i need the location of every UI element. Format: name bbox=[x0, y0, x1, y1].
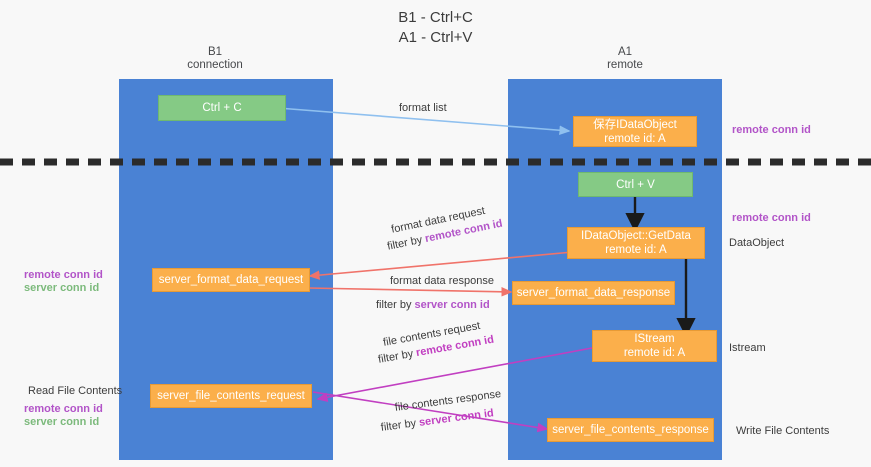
annotation-right-remote-conn-id-mid: remote conn id bbox=[732, 212, 811, 224]
node-server-file-contents-request[interactable]: server_file_contents_request bbox=[150, 384, 312, 408]
annotation-left-remote-conn-id-bottom: remote conn id bbox=[24, 403, 103, 415]
arrow-format-data-response bbox=[307, 287, 513, 297]
annotation-right-remote-conn-id-top: remote conn id bbox=[732, 124, 811, 136]
node-idataobject-getdata[interactable]: IDataObject::GetData remote id: A bbox=[567, 227, 705, 259]
lane-header-a1: A1 remote bbox=[607, 46, 643, 71]
lane-header-b1: B1 connection bbox=[187, 46, 243, 71]
annotation-right-dataobject: DataObject bbox=[729, 237, 785, 249]
node-ctrl-c[interactable]: Ctrl + C bbox=[158, 95, 286, 121]
annotation-left-read-file-contents: Read File Contents bbox=[28, 385, 123, 397]
token-server-conn-id: server conn id bbox=[414, 299, 490, 311]
node-server-format-data-request[interactable]: server_format_data_request bbox=[152, 268, 310, 292]
node-ctrl-v[interactable]: Ctrl + V bbox=[578, 172, 693, 197]
filter-by-text: filter by bbox=[380, 416, 420, 434]
node-server-format-data-response[interactable]: server_format_data_response bbox=[512, 281, 675, 305]
diagram-title: B1 - Ctrl+C A1 - Ctrl+V bbox=[398, 9, 473, 46]
filter-by-text: filter by bbox=[377, 347, 418, 366]
annotation-right-write-file-contents: Write File Contents bbox=[736, 425, 830, 437]
annotation-left-server-conn-id-bottom: server conn id bbox=[24, 416, 100, 428]
annotation-right-istream: Istream bbox=[729, 342, 766, 354]
node-save-idataobject[interactable]: 保存IDataObject remote id: A bbox=[573, 116, 697, 147]
edge-label-format-list: format list bbox=[399, 102, 447, 114]
edge-label-format-data-response-filter: filter by server conn id bbox=[376, 298, 490, 312]
annotation-left-server-conn-id: server conn id bbox=[24, 282, 100, 294]
node-istream[interactable]: IStream remote id: A bbox=[592, 330, 717, 362]
node-server-file-contents-response[interactable]: server_file_contents_response bbox=[547, 418, 714, 442]
annotation-left-remote-conn-id: remote conn id bbox=[24, 269, 103, 281]
edge-label-format-data-response: format data response bbox=[390, 275, 494, 287]
filter-by-text: filter by bbox=[376, 299, 415, 311]
